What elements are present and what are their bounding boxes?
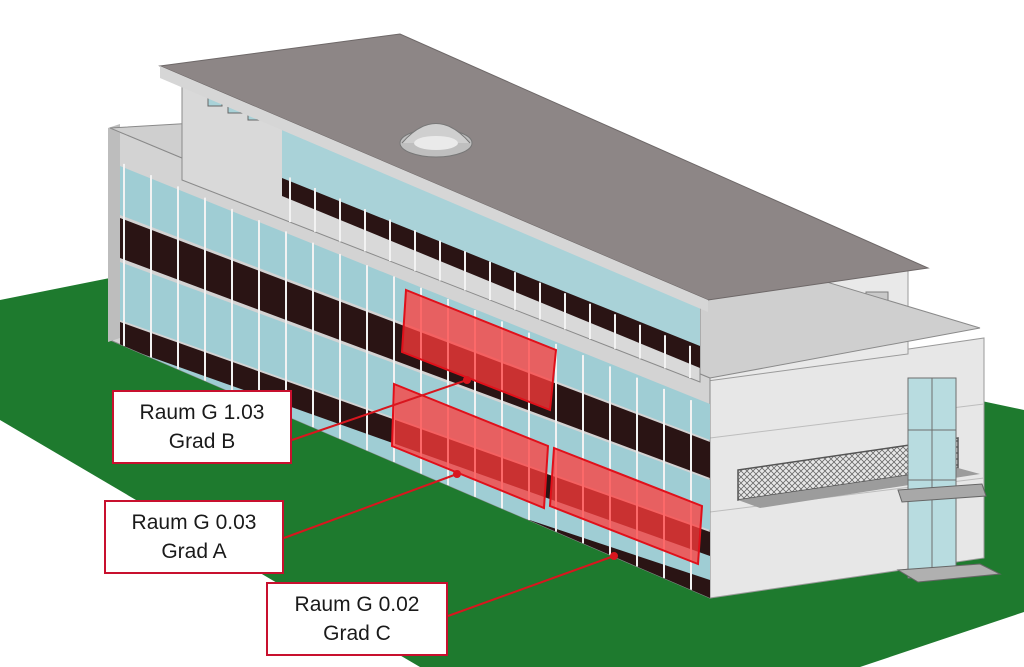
leader-dot-g103 — [463, 376, 471, 384]
entrance-steps — [896, 563, 1002, 583]
callout-grade: Grad A — [161, 540, 227, 563]
entrance-canopy — [897, 483, 987, 503]
leader-dot-g003 — [453, 470, 461, 478]
callout-room-name: Raum G 0.02 — [294, 593, 420, 616]
leader-line-g002 — [447, 555, 615, 617]
callout-grade: Grad C — [323, 622, 391, 645]
leader-line-g103 — [291, 379, 468, 441]
highlight-room-g002 — [548, 446, 704, 566]
leader-line-g003 — [283, 473, 458, 539]
building-west-wall — [108, 124, 120, 342]
highlight-room-g103 — [400, 288, 558, 412]
callout-room-g003: Raum G 0.03 Grad A — [104, 500, 284, 574]
callout-room-g103: Raum G 1.03 Grad B — [112, 390, 292, 464]
callout-grade: Grad B — [168, 430, 236, 453]
highlight-room-g003 — [390, 382, 550, 510]
leader-dot-g002 — [610, 552, 618, 560]
callout-room-name: Raum G 1.03 — [139, 401, 265, 424]
callout-room-name: Raum G 0.03 — [131, 511, 257, 534]
callout-room-g002: Raum G 0.02 Grad C — [266, 582, 448, 656]
